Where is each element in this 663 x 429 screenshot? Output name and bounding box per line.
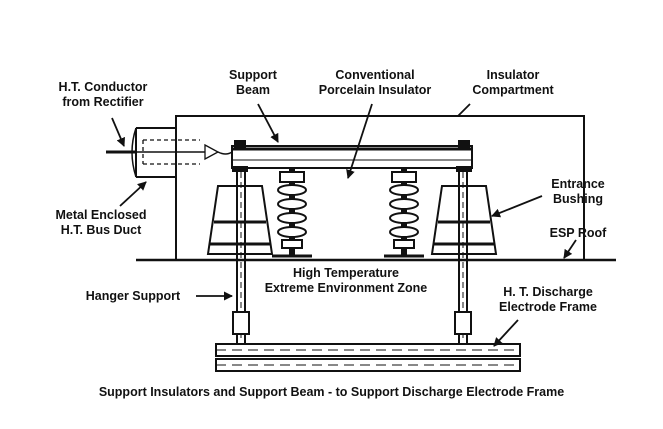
label-ht-conductor-line2: from Rectifier <box>62 95 144 109</box>
label-ht-conductor: H.T. Conductor from Rectifier <box>48 80 158 110</box>
label-bus-duct: Metal Enclosed H.T. Bus Duct <box>46 208 156 238</box>
label-entrance-bushing-line2: Bushing <box>553 192 603 206</box>
label-bus-duct-line2: H.T. Bus Duct <box>60 223 142 237</box>
arrow-ht-conductor <box>111 117 125 147</box>
label-discharge-frame-line2: Electrode Frame <box>499 300 597 314</box>
label-esp-roof: ESP Roof <box>540 226 616 241</box>
porcelain-insulator-right <box>384 168 424 258</box>
discharge-electrode-frame <box>215 343 521 372</box>
label-compartment-line1: Insulator <box>486 68 540 82</box>
label-discharge-frame-line1: H. T. Discharge <box>503 285 593 299</box>
arrow-discharge-frame <box>493 319 519 347</box>
arrow-bus-duct <box>119 181 147 207</box>
label-compartment-line2: Compartment <box>472 83 554 97</box>
label-porcelain-line1: Conventional <box>335 68 415 82</box>
entrance-bushing-right <box>430 185 498 255</box>
figure-caption: Support Insulators and Support Beam - to… <box>98 385 565 399</box>
arrow-entrance-bushing <box>491 195 543 218</box>
arrow-porcelain <box>346 103 373 179</box>
label-hanger-support: Hanger Support <box>72 289 194 304</box>
arrow-esp-roof <box>563 239 577 259</box>
label-esp-roof-text: ESP Roof <box>549 226 607 240</box>
label-support-beam-line1: Support <box>229 68 277 82</box>
label-bus-duct-line1: Metal Enclosed <box>55 208 147 222</box>
label-high-temp-line2: Extreme Environment Zone <box>264 281 428 295</box>
porcelain-insulator-left <box>272 168 312 258</box>
label-support-beam-line2: Beam <box>235 83 271 97</box>
label-high-temperature-zone: High Temperature Extreme Environment Zon… <box>254 266 438 296</box>
hanger-rod-right <box>454 168 472 345</box>
label-support-beam: Support Beam <box>218 68 288 98</box>
label-entrance-bushing-line1: Entrance <box>551 177 605 191</box>
label-insulator-compartment: Insulator Compartment <box>458 68 568 98</box>
support-beam <box>231 140 473 172</box>
label-porcelain-line2: Porcelain Insulator <box>318 83 432 97</box>
label-high-temp-line1: High Temperature <box>292 266 400 280</box>
arrow-support-beam <box>257 103 279 143</box>
bus-duct <box>106 127 233 178</box>
label-discharge-frame: H. T. Discharge Electrode Frame <box>486 285 610 315</box>
label-entrance-bushing: Entrance Bushing <box>536 177 620 207</box>
label-hanger-support-text: Hanger Support <box>85 289 181 303</box>
label-ht-conductor-line1: H.T. Conductor <box>58 80 148 94</box>
arrow-compartment <box>457 103 471 117</box>
entrance-bushing-left <box>206 185 274 255</box>
hanger-rod-left <box>232 168 250 345</box>
label-porcelain-insulator: Conventional Porcelain Insulator <box>300 68 450 98</box>
